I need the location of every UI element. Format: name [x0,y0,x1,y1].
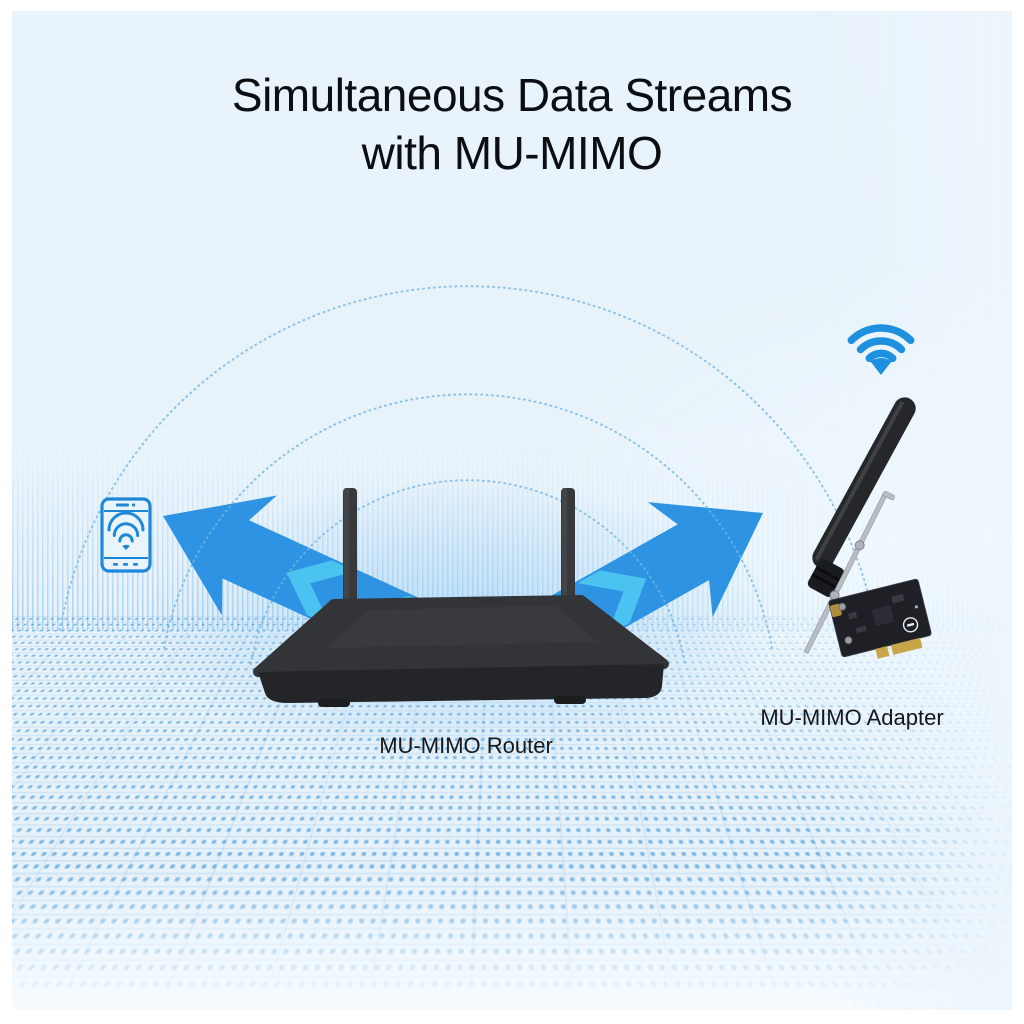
phone-icon [100,497,152,573]
page-title: Simultaneous Data Streams with MU-MIMO [0,66,1024,182]
signal-wave-arcs-icon [59,285,877,665]
adapter-image [803,397,932,659]
router-label: MU-MIMO Router [379,733,553,758]
title-line-2: with MU-MIMO [361,127,663,179]
phone-wifi-icon [107,511,145,550]
title-line-1: Simultaneous Data Streams [231,69,793,121]
router-image [253,488,669,707]
adapter-wifi-icon [847,324,915,375]
adapter-label: MU-MIMO Adapter [760,705,944,730]
